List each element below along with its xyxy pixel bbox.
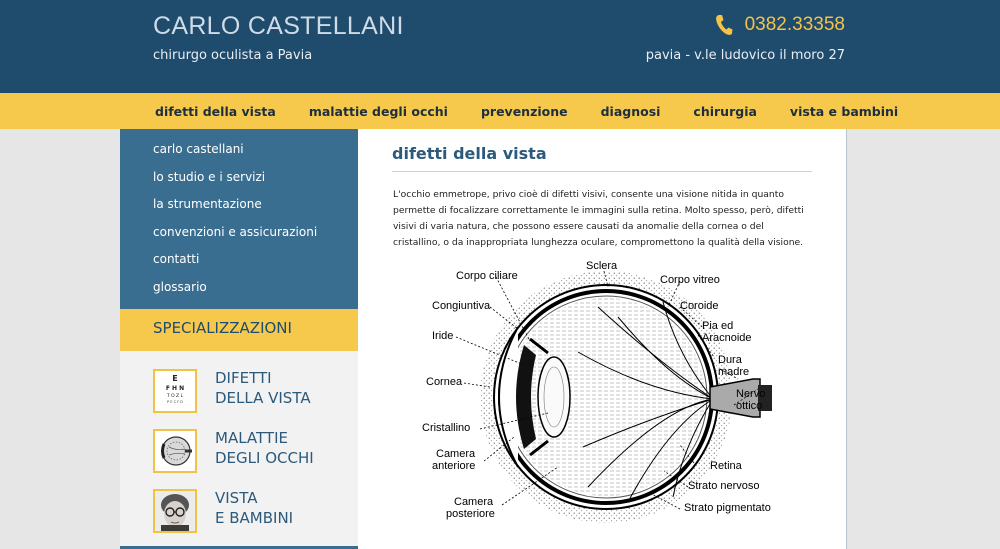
vessels-shape bbox=[577, 301, 714, 503]
phone-contact: 0382.33358 bbox=[715, 14, 845, 36]
iris-shape bbox=[516, 345, 536, 449]
site-header: CARLO CASTELLANI chirurgo oculista a Pav… bbox=[0, 0, 1000, 93]
nav-item-malattie-degli-occhi[interactable]: malattie degli occhi bbox=[308, 103, 448, 119]
nav-item-difetti-della-vista[interactable]: difetti della vista bbox=[155, 103, 276, 119]
specializations-header: SPECIALIZZAZIONI bbox=[120, 309, 358, 351]
lens-core-shape bbox=[543, 366, 565, 428]
intro-paragraph: L'occhio emmetrope, privo cioè di difett… bbox=[393, 189, 804, 248]
specializations-title: SPECIALIZZAZIONI bbox=[153, 319, 292, 337]
address: pavia - v.le ludovico il moro 27 bbox=[645, 48, 845, 63]
leader-lines bbox=[455, 270, 759, 510]
sidebar-item-convenzioni[interactable]: convenzioni e assicurazioni bbox=[153, 224, 318, 239]
phone-icon bbox=[715, 15, 733, 35]
lens-shape bbox=[537, 356, 571, 438]
label-camera-posteriore-2: posteriore bbox=[446, 508, 495, 520]
sidebar-item-strumentazione[interactable]: la strumentazione bbox=[153, 197, 262, 211]
nav-item-vista-e-bambini[interactable]: vista e bambini bbox=[789, 103, 899, 119]
title-divider bbox=[392, 171, 812, 172]
label-ottico: ottico bbox=[736, 400, 762, 412]
sidebar-item-glossario[interactable]: glossario bbox=[153, 279, 207, 294]
svg-text:E: E bbox=[172, 374, 177, 383]
label-coroide: Coroide bbox=[680, 300, 719, 312]
spec-item-difetti-vista[interactable]: E F H N T O Z L P E C F D DIFETTI DELLA … bbox=[120, 363, 358, 419]
label-camera-posteriore-1: Camera bbox=[454, 496, 494, 508]
spec-label-difetti-vista: DIFETTI DELLA VISTA bbox=[215, 369, 311, 407]
label-pia: Pia ed bbox=[702, 320, 733, 332]
page-title: difetti della vista bbox=[392, 144, 547, 163]
svg-text:T O Z L: T O Z L bbox=[166, 393, 184, 399]
spec-item-malattie-occhi[interactable]: MALATTIE DEGLI OCCHI bbox=[120, 423, 358, 479]
label-iride: Iride bbox=[432, 330, 453, 342]
label-corpo-ciliare: Corpo ciliare bbox=[456, 270, 518, 282]
label-sclera: Sclera bbox=[586, 260, 618, 272]
vitreous-shape bbox=[507, 298, 705, 496]
optic-nerve-end bbox=[758, 385, 772, 411]
label-corpo-vitreo: Corpo vitreo bbox=[660, 274, 720, 286]
nav-item-prevenzione[interactable]: prevenzione bbox=[480, 103, 568, 119]
eye-chart-icon: E F H N T O Z L P E C F D bbox=[153, 369, 197, 413]
sidebar: carlo castellani lo studio e i servizi l… bbox=[120, 129, 358, 549]
eyeball-icon bbox=[153, 429, 197, 473]
label-cristallino: Cristallino bbox=[422, 422, 470, 434]
label-dura: Dura bbox=[718, 354, 743, 366]
eye-anatomy-diagram: Corpo ciliare Sclera Corpo vitreo Congiu… bbox=[422, 260, 772, 523]
sidebar-item-studio-servizi[interactable]: lo studio e i servizi bbox=[153, 169, 266, 184]
nav-item-diagnosi[interactable]: diagnosi bbox=[600, 103, 661, 119]
label-strato-nervoso: Strato nervoso bbox=[688, 480, 760, 492]
nav-item-chirurgia[interactable]: chirurgia bbox=[693, 103, 757, 119]
main-content: difetti della vista L'occhio emmetrope, … bbox=[358, 129, 847, 549]
main-nav: difetti della vista malattie degli occhi… bbox=[0, 93, 1000, 129]
label-cornea: Cornea bbox=[426, 376, 463, 388]
sidebar-divider bbox=[120, 546, 358, 549]
ciliary-shape bbox=[529, 337, 549, 457]
sidebar-menu: carlo castellani lo studio e i servizi l… bbox=[120, 129, 358, 309]
label-camera-anteriore-1: Camera bbox=[436, 448, 476, 460]
label-retina: Retina bbox=[710, 460, 743, 472]
svg-text:F H N: F H N bbox=[166, 385, 184, 392]
label-congiuntiva: Congiuntiva bbox=[432, 300, 491, 312]
label-strato-pigmentato: Strato pigmentato bbox=[684, 502, 771, 514]
label-camera-anteriore-2: anteriore bbox=[432, 460, 475, 472]
child-glasses-icon bbox=[153, 489, 197, 533]
spec-item-vista-bambini[interactable]: VISTA E BAMBINI bbox=[120, 483, 358, 539]
label-madre: madre bbox=[718, 366, 749, 378]
optic-nerve-shape bbox=[709, 378, 761, 418]
label-aracnoide: Aracnoide bbox=[702, 332, 752, 344]
phone-number[interactable]: 0382.33358 bbox=[744, 14, 845, 35]
svg-text:P E C F D: P E C F D bbox=[167, 400, 183, 404]
site-subtitle: chirurgo oculista a Pavia bbox=[153, 48, 313, 63]
cornea-shape bbox=[498, 326, 519, 468]
spec-label-malattie-occhi: MALATTIE DEGLI OCCHI bbox=[215, 429, 314, 467]
label-nervo: Nervo bbox=[736, 388, 765, 400]
spec-label-vista-bambini: VISTA E BAMBINI bbox=[215, 489, 294, 527]
sidebar-item-carlo-castellani[interactable]: carlo castellani bbox=[153, 142, 244, 156]
sidebar-item-contatti[interactable]: contatti bbox=[153, 252, 200, 266]
site-title[interactable]: CARLO CASTELLANI bbox=[153, 12, 404, 40]
